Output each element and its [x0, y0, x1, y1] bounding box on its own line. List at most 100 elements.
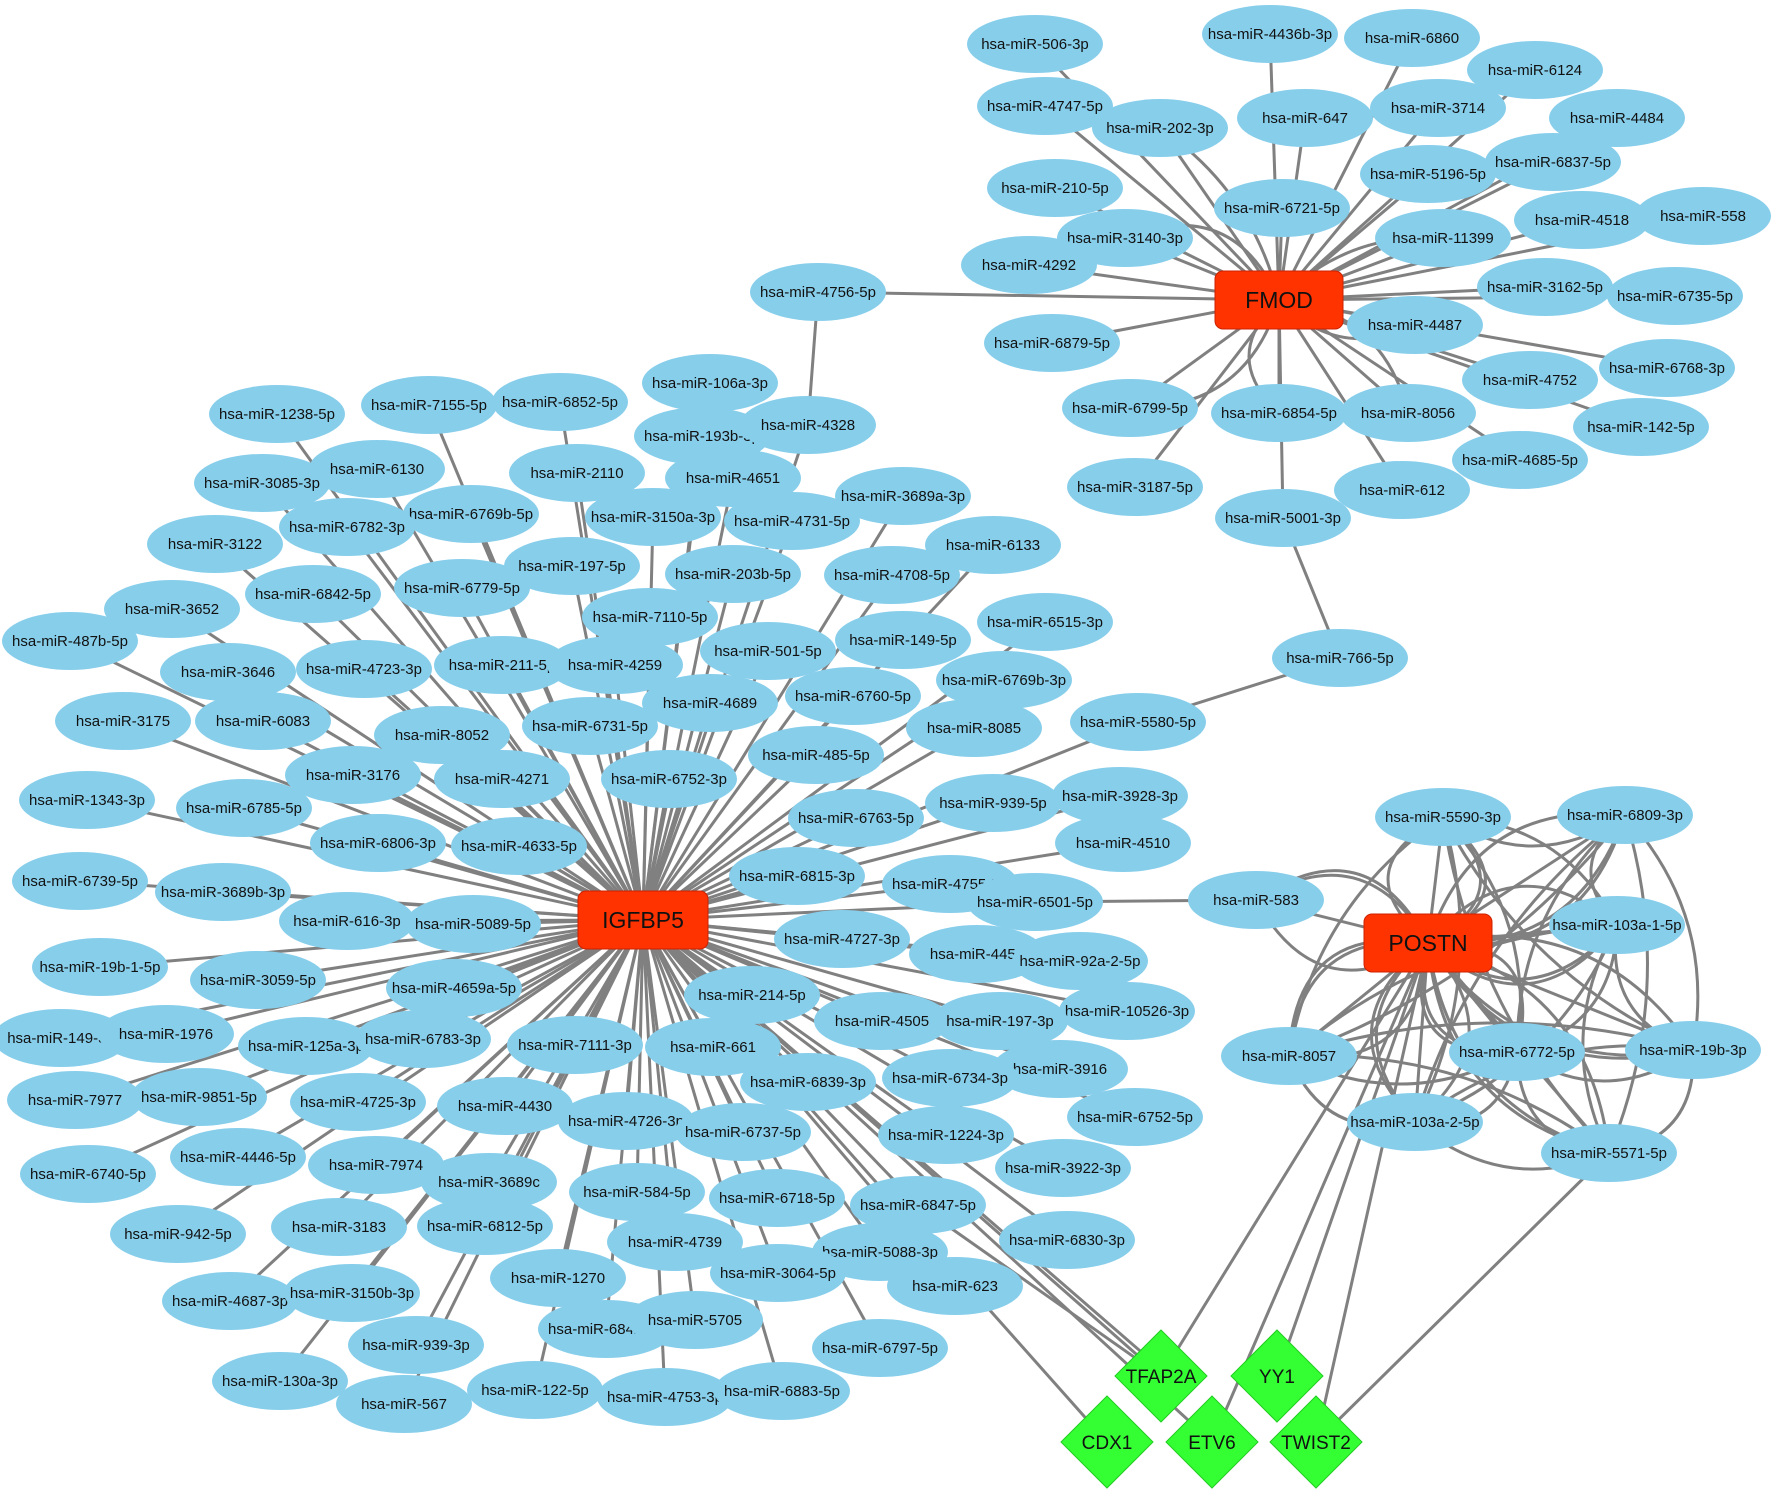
mirna-node-hsa-mir-142-5p[interactable]: hsa-miR-142-5p	[1573, 398, 1709, 456]
mirna-node-hsa-mir-485-5p[interactable]: hsa-miR-485-5p	[748, 726, 884, 784]
mirna-node-hsa-mir-1343-3p[interactable]: hsa-miR-1343-3p	[19, 771, 155, 829]
mirna-node-hsa-mir-3176[interactable]: hsa-miR-3176	[285, 746, 421, 804]
mirna-node-hsa-mir-4328[interactable]: hsa-miR-4328	[740, 396, 876, 454]
mirna-node-hsa-mir-103a-2-5p[interactable]: hsa-miR-103a-2-5p	[1347, 1093, 1483, 1151]
mirna-node-hsa-mir-4651[interactable]: hsa-miR-4651	[665, 449, 801, 507]
mirna-node-hsa-mir-3059-5p[interactable]: hsa-miR-3059-5p	[190, 951, 326, 1009]
mirna-node-hsa-mir-6752-5p[interactable]: hsa-miR-6752-5p	[1067, 1088, 1203, 1146]
mirna-node-hsa-mir-19b-3p[interactable]: hsa-miR-19b-3p	[1625, 1021, 1761, 1079]
mirna-node-hsa-mir-7155-5p[interactable]: hsa-miR-7155-5p	[361, 376, 497, 434]
mirna-node-hsa-mir-567[interactable]: hsa-miR-567	[336, 1375, 472, 1433]
mirna-node-hsa-mir-5580-5p[interactable]: hsa-miR-5580-5p	[1070, 693, 1206, 751]
mirna-node-hsa-mir-6830-3p[interactable]: hsa-miR-6830-3p	[999, 1211, 1135, 1269]
mirna-node-hsa-mir-4726-3p[interactable]: hsa-miR-4726-3p	[558, 1092, 694, 1150]
mirna-node-hsa-mir-583[interactable]: hsa-miR-583	[1188, 871, 1324, 929]
mirna-node-hsa-mir-6501-5p[interactable]: hsa-miR-6501-5p	[967, 873, 1103, 931]
mirna-node-hsa-mir-3122[interactable]: hsa-miR-3122	[147, 515, 283, 573]
mirna-node-hsa-mir-6783-3p[interactable]: hsa-miR-6783-3p	[355, 1010, 491, 1068]
mirna-node-hsa-mir-4685-5p[interactable]: hsa-miR-4685-5p	[1452, 431, 1588, 489]
mirna-node-hsa-mir-939-3p[interactable]: hsa-miR-939-3p	[348, 1316, 484, 1374]
mirna-node-hsa-mir-4456[interactable]: hsa-miR-4456	[909, 925, 1045, 983]
mirna-node-hsa-mir-197-3p[interactable]: hsa-miR-197-3p	[932, 992, 1068, 1050]
mirna-node-hsa-mir-5705[interactable]: hsa-miR-5705	[627, 1291, 763, 1349]
mirna-node-hsa-mir-10526-3p[interactable]: hsa-miR-10526-3p	[1059, 982, 1195, 1040]
tf-node-tfap2a[interactable]: TFAP2A	[1114, 1329, 1208, 1423]
mirna-node-hsa-mir-4752[interactable]: hsa-miR-4752	[1462, 351, 1598, 409]
gene-node-igfbp5[interactable]: IGFBP5	[577, 890, 709, 950]
mirna-node-hsa-mir-8052[interactable]: hsa-miR-8052	[374, 706, 510, 764]
mirna-node-hsa-mir-939-5p[interactable]: hsa-miR-939-5p	[925, 774, 1061, 832]
mirna-node-hsa-mir-3916[interactable]: hsa-miR-3916	[992, 1040, 1128, 1098]
mirna-node-hsa-mir-3652[interactable]: hsa-miR-3652	[104, 580, 240, 638]
mirna-node-hsa-mir-211-5p[interactable]: hsa-miR-211-5p	[434, 636, 570, 694]
mirna-node-hsa-mir-3922-3p[interactable]: hsa-miR-3922-3p	[995, 1139, 1131, 1197]
mirna-node-hsa-mir-6083[interactable]: hsa-miR-6083	[195, 692, 331, 750]
mirna-node-hsa-mir-92a-2-5p[interactable]: hsa-miR-92a-2-5p	[1012, 932, 1148, 990]
mirna-node-hsa-mir-6752-3p[interactable]: hsa-miR-6752-3p	[601, 750, 737, 808]
mirna-node-hsa-mir-4436b-3p[interactable]: hsa-miR-4436b-3p	[1202, 5, 1338, 63]
mirna-node-hsa-mir-6779-5p[interactable]: hsa-miR-6779-5p	[394, 559, 530, 617]
mirna-node-hsa-mir-8056[interactable]: hsa-miR-8056	[1340, 384, 1476, 442]
mirna-node-hsa-mir-4446-5p[interactable]: hsa-miR-4446-5p	[170, 1128, 306, 1186]
mirna-node-hsa-mir-5571-5p[interactable]: hsa-miR-5571-5p	[1541, 1124, 1677, 1182]
tf-node-etv6[interactable]: ETV6	[1165, 1395, 1259, 1489]
mirna-node-hsa-mir-4725-3p[interactable]: hsa-miR-4725-3p	[290, 1073, 426, 1131]
mirna-node-hsa-mir-6852-5p[interactable]: hsa-miR-6852-5p	[492, 373, 628, 431]
mirna-node-hsa-mir-506-3p[interactable]: hsa-miR-506-3p	[967, 15, 1103, 73]
mirna-node-hsa-mir-6879-5p[interactable]: hsa-miR-6879-5p	[984, 314, 1120, 372]
mirna-node-hsa-mir-5196-5p[interactable]: hsa-miR-5196-5p	[1360, 145, 1496, 203]
mirna-node-hsa-mir-6847-5p[interactable]: hsa-miR-6847-5p	[850, 1176, 986, 1234]
mirna-node-hsa-mir-197-5p[interactable]: hsa-miR-197-5p	[504, 537, 640, 595]
mirna-node-hsa-mir-3646[interactable]: hsa-miR-3646	[160, 643, 296, 701]
mirna-node-hsa-mir-6815-3p[interactable]: hsa-miR-6815-3p	[729, 847, 865, 905]
tf-node-cdx1[interactable]: CDX1	[1060, 1395, 1154, 1489]
mirna-node-hsa-mir-6797-5p[interactable]: hsa-miR-6797-5p	[812, 1319, 948, 1377]
mirna-node-hsa-mir-6721-5p[interactable]: hsa-miR-6721-5p	[1214, 179, 1350, 237]
mirna-node-hsa-mir-3175[interactable]: hsa-miR-3175	[55, 692, 191, 750]
mirna-node-hsa-mir-3140-3p[interactable]: hsa-miR-3140-3p	[1057, 209, 1193, 267]
mirna-node-hsa-mir-4505[interactable]: hsa-miR-4505	[814, 992, 950, 1050]
mirna-node-hsa-mir-7977[interactable]: hsa-miR-7977	[7, 1071, 143, 1129]
mirna-node-hsa-mir-4259[interactable]: hsa-miR-4259	[547, 636, 683, 694]
mirna-node-hsa-mir-4689[interactable]: hsa-miR-4689	[642, 674, 778, 732]
tf-node-yy1[interactable]: YY1	[1230, 1329, 1324, 1423]
mirna-node-hsa-mir-210-5p[interactable]: hsa-miR-210-5p	[987, 159, 1123, 217]
mirna-node-hsa-mir-6837-5p[interactable]: hsa-miR-6837-5p	[1485, 133, 1621, 191]
mirna-node-hsa-mir-3928-3p[interactable]: hsa-miR-3928-3p	[1052, 767, 1188, 825]
mirna-node-hsa-mir-4756-5p[interactable]: hsa-miR-4756-5p	[750, 263, 886, 321]
mirna-node-hsa-mir-3187-5p[interactable]: hsa-miR-3187-5p	[1067, 458, 1203, 516]
mirna-node-hsa-mir-501-5p[interactable]: hsa-miR-501-5p	[700, 622, 836, 680]
mirna-node-hsa-mir-214-5p[interactable]: hsa-miR-214-5p	[684, 966, 820, 1024]
mirna-node-hsa-mir-4731-5p[interactable]: hsa-miR-4731-5p	[724, 492, 860, 550]
mirna-node-hsa-mir-3085-3p[interactable]: hsa-miR-3085-3p	[194, 454, 330, 512]
mirna-node-hsa-mir-4430[interactable]: hsa-miR-4430	[437, 1077, 573, 1135]
mirna-node-hsa-mir-4747-5p[interactable]: hsa-miR-4747-5p	[977, 77, 1113, 135]
mirna-node-hsa-mir-149-3p[interactable]: hsa-miR-149-3p	[0, 1009, 129, 1067]
mirna-node-hsa-mir-7110-5p[interactable]: hsa-miR-7110-5p	[582, 588, 718, 646]
mirna-node-hsa-mir-3150b-3p[interactable]: hsa-miR-3150b-3p	[284, 1264, 420, 1322]
mirna-node-hsa-mir-6718-5p[interactable]: hsa-miR-6718-5p	[709, 1169, 845, 1227]
mirna-node-hsa-mir-4518[interactable]: hsa-miR-4518	[1514, 191, 1650, 249]
mirna-node-hsa-mir-623[interactable]: hsa-miR-623	[887, 1257, 1023, 1315]
mirna-node-hsa-mir-4739[interactable]: hsa-miR-4739	[607, 1213, 743, 1271]
mirna-node-hsa-mir-6812-5p[interactable]: hsa-miR-6812-5p	[417, 1197, 553, 1255]
mirna-node-hsa-mir-1238-5p[interactable]: hsa-miR-1238-5p	[209, 385, 345, 443]
mirna-node-hsa-mir-6782-3p[interactable]: hsa-miR-6782-3p	[279, 498, 415, 556]
mirna-node-hsa-mir-4487[interactable]: hsa-miR-4487	[1347, 296, 1483, 354]
mirna-node-hsa-mir-3183[interactable]: hsa-miR-3183	[271, 1198, 407, 1256]
mirna-node-hsa-mir-4727-3p[interactable]: hsa-miR-4727-3p	[774, 910, 910, 968]
mirna-node-hsa-mir-6735-5p[interactable]: hsa-miR-6735-5p	[1607, 267, 1743, 325]
mirna-node-hsa-mir-6860[interactable]: hsa-miR-6860	[1344, 9, 1480, 67]
gene-node-fmod[interactable]: FMOD	[1214, 270, 1344, 330]
mirna-node-hsa-mir-203b-5p[interactable]: hsa-miR-203b-5p	[665, 545, 801, 603]
mirna-node-hsa-mir-6809-3p[interactable]: hsa-miR-6809-3p	[1557, 786, 1693, 844]
mirna-node-hsa-mir-4484[interactable]: hsa-miR-4484	[1549, 89, 1685, 147]
gene-node-postn[interactable]: POSTN	[1363, 913, 1493, 973]
mirna-node-hsa-mir-616-3p[interactable]: hsa-miR-616-3p	[279, 892, 415, 950]
mirna-node-hsa-mir-5590-3p[interactable]: hsa-miR-5590-3p	[1375, 788, 1511, 846]
mirna-node-hsa-mir-6133[interactable]: hsa-miR-6133	[925, 516, 1061, 574]
mirna-node-hsa-mir-4659a-5p[interactable]: hsa-miR-4659a-5p	[386, 959, 522, 1017]
mirna-node-hsa-mir-6760-5p[interactable]: hsa-miR-6760-5p	[785, 667, 921, 725]
mirna-node-hsa-mir-125a-3p[interactable]: hsa-miR-125a-3p	[238, 1017, 374, 1075]
mirna-node-hsa-mir-487b-5p[interactable]: hsa-miR-487b-5p	[2, 612, 138, 670]
